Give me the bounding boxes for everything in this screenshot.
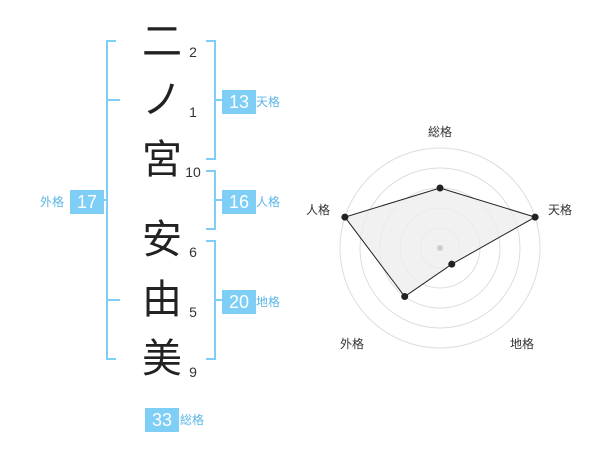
radar-label-gaikaku: 外格 [340,337,365,351]
radar-ring [359,167,521,329]
radar-label-jinkaku: 人格 [306,203,331,217]
chikaku-badge: 20 [222,290,256,314]
name-char-5: 由 [142,277,182,323]
name-char-6: 美 [142,336,182,382]
radar-chart [339,147,541,349]
stroke-count-6: 9 [189,364,197,380]
radar-point-4 [401,293,409,301]
name-char-2: ノ [142,77,182,123]
tenkaku-label: 天格 [256,95,281,109]
name-char-3: 宮 [142,137,182,183]
radar-point-2 [531,213,539,221]
soukaku-badge: 33 [145,408,179,432]
radar-point-1 [436,184,444,192]
name-char-4: 安 [142,217,182,263]
jinkaku-bracket-tick [216,199,222,201]
gaikaku-inner-tick-top [108,99,120,101]
radar-label-soukaku: 総格 [428,125,453,139]
soukaku-label: 総格 [180,413,205,427]
stroke-count-1: 2 [189,44,197,60]
chikaku-bracket-tick [216,299,222,301]
jinkaku-label: 人格 [256,195,281,209]
chikaku-label: 地格 [256,295,281,309]
radar-point-3 [448,260,456,268]
radar-point-5 [341,213,349,221]
stroke-count-4: 6 [189,244,197,260]
radar-center-dot [437,245,443,251]
tenkaku-bracket-tick [216,99,222,101]
stroke-count-5: 5 [189,304,197,320]
name-char-1: 二 [142,19,182,65]
radar-ring [339,147,541,349]
gaikaku-bracket [106,40,116,360]
gaikaku-inner-tick-bottom [108,299,120,301]
radar-polygon [344,187,537,298]
gaikaku-badge: 17 [70,190,104,214]
stroke-count-2: 1 [189,104,197,120]
gaikaku-label: 外格 [40,195,65,209]
chikaku-bracket [206,240,216,360]
radar-label-chikaku: 地格 [510,337,535,351]
radar-label-tenkaku: 天格 [548,203,573,217]
tenkaku-badge: 13 [222,90,256,114]
jinkaku-badge: 16 [222,190,256,214]
jinkaku-bracket [206,170,216,230]
tenkaku-bracket [206,40,216,160]
stroke-count-3: 10 [185,164,201,180]
